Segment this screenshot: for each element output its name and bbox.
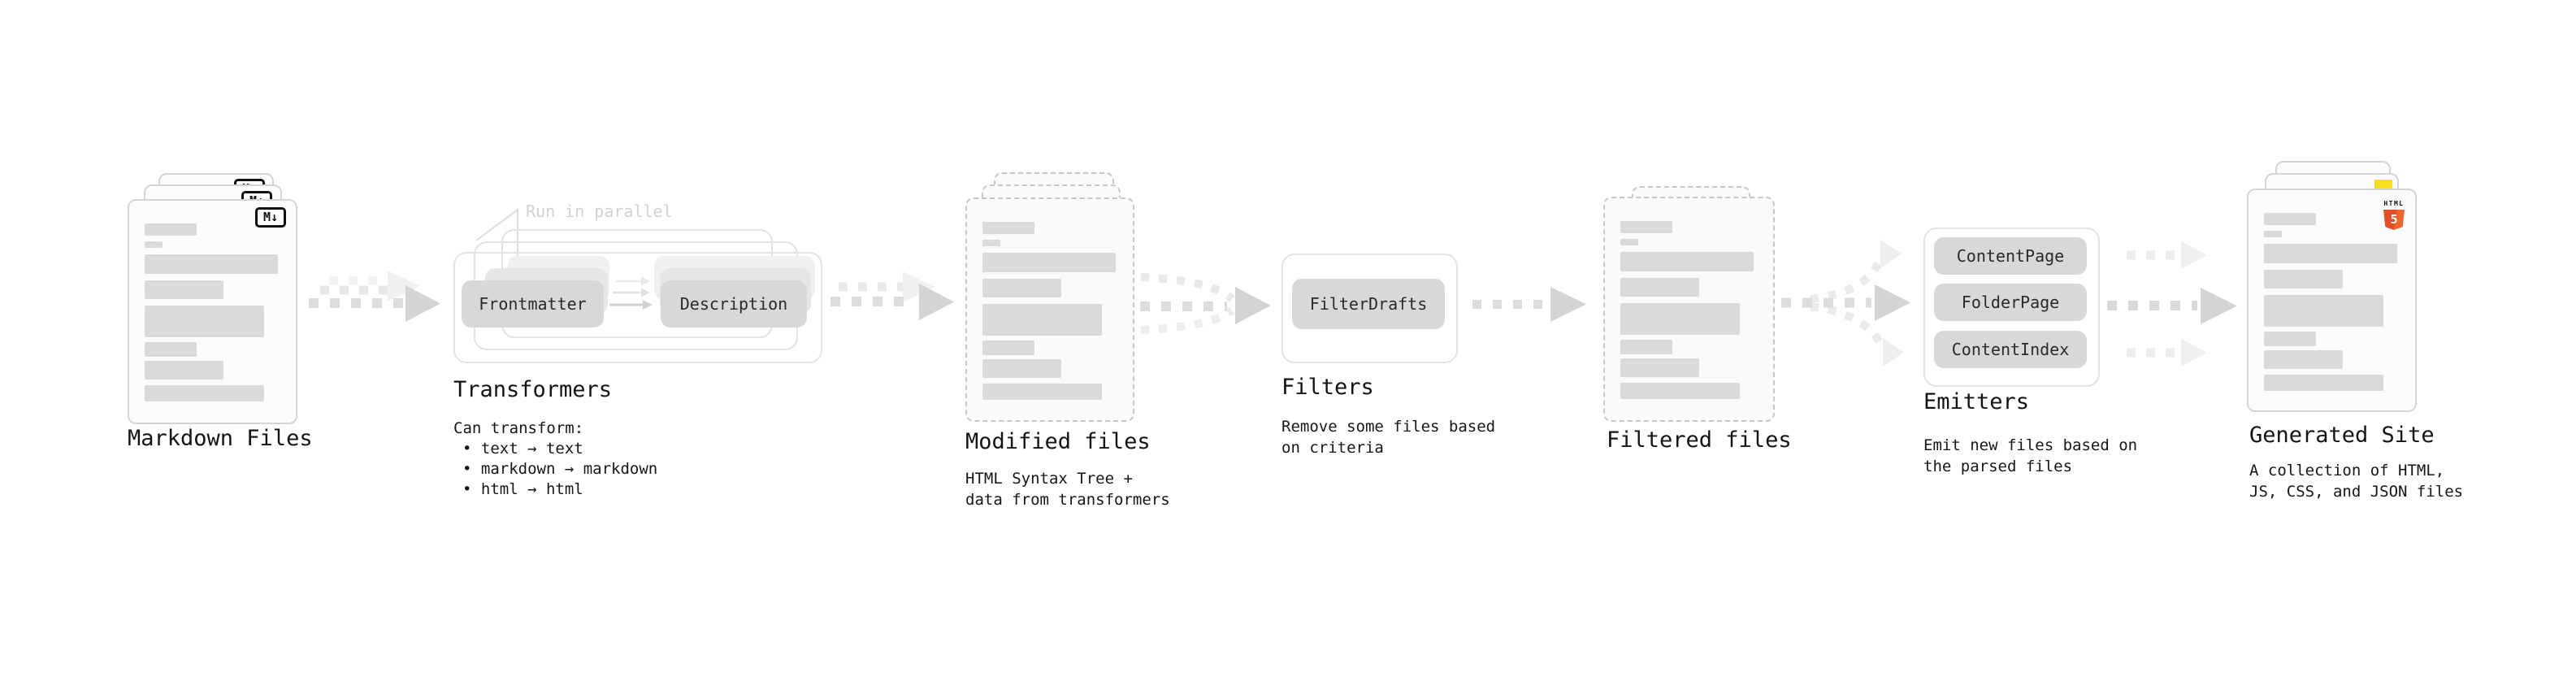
markdown-icon: M↓	[255, 207, 286, 228]
text-line-bar	[1620, 303, 1740, 335]
text-line-bar	[2264, 332, 2316, 346]
text-line-bar	[982, 253, 1116, 272]
filters-container	[1281, 254, 1458, 363]
subtitle-line: Remove some files based	[1281, 418, 1496, 436]
text-line-bar	[145, 306, 264, 337]
doc-text-skeleton	[1605, 198, 1773, 420]
transformers-note-title: Can transform:	[453, 419, 584, 437]
text-line-bar	[2264, 244, 2397, 263]
emitter-box-contentpage: ContentPage	[1934, 237, 2087, 275]
text-line-bar	[1620, 239, 1638, 245]
text-line-bar	[145, 223, 197, 236]
text-line-bar	[145, 385, 264, 401]
text-line-bar	[2264, 231, 2282, 237]
filter-box-filterdrafts: FilterDrafts	[1292, 279, 1445, 329]
doc-text-skeleton	[967, 199, 1133, 420]
emitters-subtitle: Emit new files based on the parsed files	[1923, 435, 2137, 477]
html5-icon-shield: 5	[2383, 210, 2405, 230]
html5-icon: HTML 5	[2380, 193, 2408, 230]
text-line-bar	[2264, 270, 2343, 288]
text-line-bar	[1620, 340, 1672, 354]
text-line-bar	[145, 241, 163, 248]
stage-label-filters: Filters	[1281, 375, 1374, 400]
html5-icon-word: HTML	[2383, 200, 2405, 207]
list-item: text → text	[462, 439, 657, 459]
subtitle-line: Emit new files based on	[1923, 436, 2138, 454]
transformers-note: Can transform: text → text markdown → ma…	[453, 419, 657, 500]
text-line-bar	[2264, 350, 2343, 369]
generated-file-card-html: HTML 5	[2247, 189, 2417, 412]
arrow-emitters-to-generated	[2107, 241, 2237, 367]
subtitle-line: A collection of HTML,	[2249, 462, 2445, 479]
doc-text-skeleton	[2249, 190, 2415, 410]
arrow-markdown-to-transformers	[309, 271, 440, 322]
transformer-box-description: Description	[661, 280, 807, 327]
text-line-bar	[982, 304, 1102, 336]
stage-label-filtered-files: Filtered files	[1607, 427, 1792, 453]
arrow-transformers-to-modified	[830, 271, 954, 320]
arrow-filters-to-filtered	[1472, 287, 1586, 322]
transformer-layer-front	[453, 252, 822, 363]
stage-label-markdown-files: Markdown Files	[128, 426, 313, 451]
text-line-bar	[2264, 213, 2316, 225]
modified-files-subtitle: HTML Syntax Tree + data from transformer…	[965, 468, 1170, 510]
stage-label-emitters: Emitters	[1923, 389, 2030, 414]
list-item: html → html	[462, 479, 657, 500]
text-line-bar	[145, 280, 223, 299]
run-in-parallel-annotation: Run in parallel	[526, 202, 673, 221]
stage-label-generated-site: Generated Site	[2249, 423, 2435, 448]
markdown-file-card-front: M↓	[128, 199, 297, 424]
text-line-bar	[2264, 375, 2383, 391]
arrow-modified-to-filters	[1140, 273, 1271, 334]
text-line-bar	[145, 361, 223, 380]
text-line-bar	[1620, 278, 1699, 297]
text-line-bar	[145, 254, 278, 274]
text-line-bar	[1620, 383, 1740, 399]
text-line-bar	[2264, 295, 2383, 327]
text-line-bar	[1620, 358, 1699, 377]
generated-site-subtitle: A collection of HTML, JS, CSS, and JSON …	[2249, 460, 2463, 502]
emitter-box-folderpage: FolderPage	[1934, 284, 2087, 321]
text-line-bar	[1620, 252, 1754, 271]
subtitle-line: HTML Syntax Tree +	[965, 470, 1133, 488]
transformers-capabilities-list: text → text markdown → markdown html → h…	[453, 439, 657, 500]
subtitle-line: on criteria	[1281, 439, 1384, 457]
text-line-bar	[982, 340, 1034, 355]
text-line-bar	[1620, 221, 1672, 233]
filtered-file-card-front	[1603, 197, 1775, 422]
modified-file-card-front	[965, 197, 1134, 422]
subtitle-line: data from transformers	[965, 491, 1170, 509]
stage-label-transformers: Transformers	[453, 377, 613, 402]
transformer-box-frontmatter: Frontmatter	[462, 280, 604, 327]
text-line-bar	[982, 384, 1102, 400]
text-line-bar	[982, 279, 1061, 297]
emitter-box-contentindex: ContentIndex	[1934, 331, 2087, 368]
arrow-filtered-to-emitters	[1781, 240, 1910, 367]
subtitle-line: the parsed files	[1923, 458, 2073, 475]
subtitle-line: JS, CSS, and JSON files	[2249, 483, 2464, 501]
stage-label-modified-files: Modified files	[965, 429, 1151, 454]
transformer-parallel-arrows	[609, 276, 653, 310]
text-line-bar	[982, 359, 1061, 378]
text-line-bar	[982, 222, 1034, 234]
list-item: markdown → markdown	[462, 459, 657, 479]
javascript-icon	[2374, 180, 2392, 189]
doc-text-skeleton	[129, 201, 296, 423]
text-line-bar	[145, 342, 197, 357]
emitters-container	[1923, 228, 2100, 387]
text-line-bar	[982, 240, 1000, 246]
filters-subtitle: Remove some files based on criteria	[1281, 416, 1495, 458]
